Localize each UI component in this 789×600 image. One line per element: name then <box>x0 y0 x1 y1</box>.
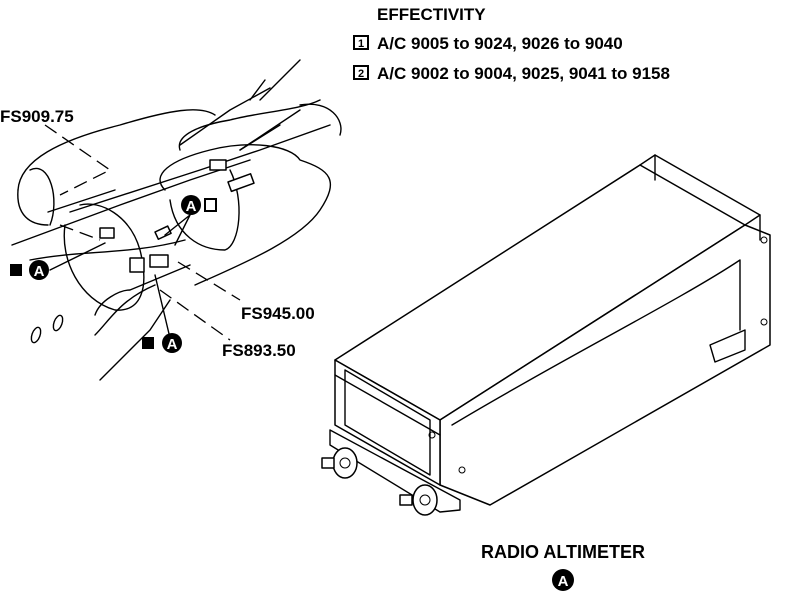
station-label-fs893: FS893.50 <box>222 341 296 360</box>
effectivity-legend: EFFECTIVITY 1 A/C 9005 to 9024, 9026 to … <box>353 5 670 83</box>
caption-title: RADIO ALTIMETER <box>481 542 645 562</box>
aircraft-fuselage-sketch <box>11 59 342 381</box>
svg-text:2: 2 <box>358 68 364 80</box>
station-label-fs945: FS945.00 <box>241 304 315 323</box>
detail-callout-a-1: A <box>181 195 217 215</box>
svg-text:1: 1 <box>358 38 364 50</box>
effectivity-2-marker-icon <box>142 337 154 349</box>
effectivity-marker-1-icon: 1 <box>353 35 369 50</box>
svg-text:A: A <box>34 263 45 280</box>
station-label-fs909: FS909.75 <box>0 107 74 126</box>
connector-left <box>321 447 358 479</box>
effectivity-1-marker-icon <box>204 198 217 212</box>
connector-right <box>399 484 438 516</box>
detail-callout-a-2: A <box>10 260 49 280</box>
effectivity-2-marker-icon <box>10 264 22 276</box>
effectivity-item-1: A/C 9005 to 9024, 9026 to 9040 <box>377 34 623 53</box>
effectivity-item-2: A/C 9002 to 9004, 9025, 9041 to 9158 <box>377 64 670 83</box>
radio-altimeter-unit-drawing <box>321 154 771 516</box>
caption-detail-letter: A <box>552 569 574 591</box>
svg-text:A: A <box>558 573 569 590</box>
svg-text:A: A <box>186 198 197 215</box>
effectivity-title: EFFECTIVITY <box>377 5 486 24</box>
effectivity-marker-2-icon: 2 <box>353 65 369 80</box>
detail-callout-a-3: A <box>142 333 182 353</box>
svg-text:A: A <box>167 336 178 353</box>
